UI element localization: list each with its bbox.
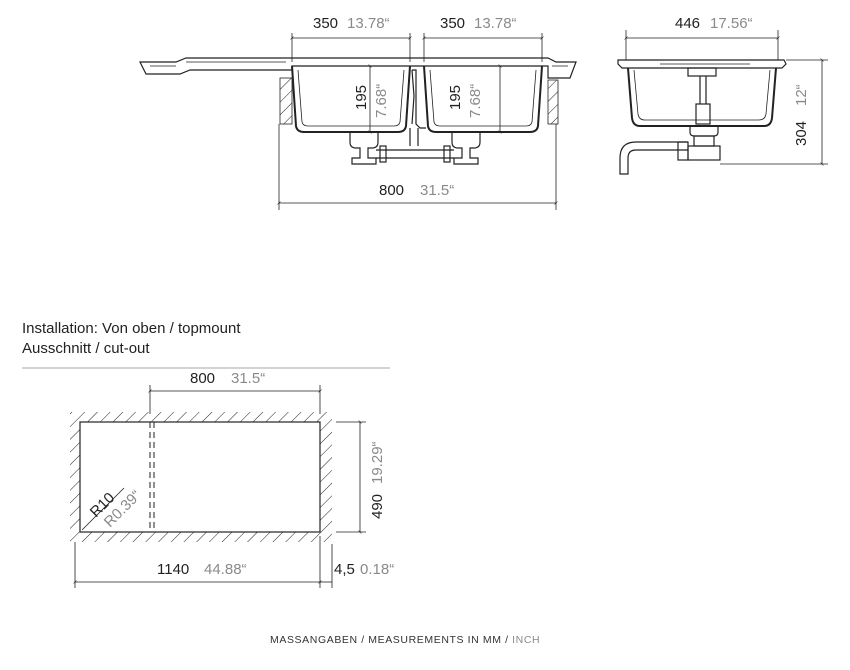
- drain-trap: [349, 128, 481, 165]
- side-height-mm: 304: [793, 121, 810, 146]
- cutout-outline: [79, 421, 321, 533]
- bowl-left-width-in: 13.78“: [347, 15, 390, 32]
- bowl-right-width-in: 13.78“: [474, 15, 517, 32]
- right-bowl-section: [423, 65, 543, 133]
- side-overflow-pipe: [687, 67, 717, 125]
- radius-leader: [81, 487, 125, 531]
- cutout-subtitle: Ausschnitt / cut-out: [22, 340, 150, 357]
- depth-left-mm: 195: [353, 85, 370, 110]
- depth-right-mm: 195: [447, 85, 464, 110]
- cutout-width-in: 31.5“: [231, 370, 265, 387]
- total-width-mm: 1140: [157, 561, 189, 578]
- depth-left-in: 7.68“: [373, 84, 390, 118]
- countertop-right: [548, 80, 558, 124]
- countertop-left: [280, 78, 292, 124]
- installation-title: Installation: Von oben / topmount: [22, 320, 241, 337]
- footer-units-inch: INCH: [512, 634, 540, 646]
- footer-caption: MASSANGABEN / MEASUREMENTS IN MM / INCH: [270, 634, 540, 646]
- overall-width-mm: 800: [379, 182, 404, 199]
- side-trap: [619, 126, 721, 175]
- bowl-right-width-mm: 350: [440, 15, 465, 32]
- overall-width-in: 31.5“: [420, 182, 454, 199]
- side-section-view: 446 17.56“ 304 12“: [617, 15, 828, 175]
- front-section-view: 350 13.78“ 350 13.78“ 195 7.68“ 195 7.68…: [139, 15, 577, 210]
- footer-units-dark: MASSANGABEN / MEASUREMENTS IN MM /: [270, 634, 512, 646]
- cutout-depth-in: 19.29“: [369, 441, 386, 484]
- left-bowl-section: [291, 65, 411, 133]
- edge-in: 0.18“: [360, 561, 394, 578]
- sink-rim: [139, 57, 577, 79]
- side-bowl: [627, 67, 777, 127]
- bowl-left-width-mm: 350: [313, 15, 338, 32]
- total-width-in: 44.88“: [204, 561, 247, 578]
- depth-right-in: 7.68“: [467, 84, 484, 118]
- side-width-mm: 446: [675, 15, 700, 32]
- cutout-width-mm: 800: [190, 370, 215, 387]
- side-height-in: 12“: [793, 84, 810, 106]
- cutout-plan: 800 31.5“ 490 19.29“ R10 R0.39“ 1140 44.…: [70, 370, 394, 588]
- edge-mm: 4,5: [334, 561, 355, 578]
- side-rim: [617, 59, 787, 69]
- cutout-depth-mm: 490: [369, 494, 386, 519]
- side-width-in: 17.56“: [710, 15, 753, 32]
